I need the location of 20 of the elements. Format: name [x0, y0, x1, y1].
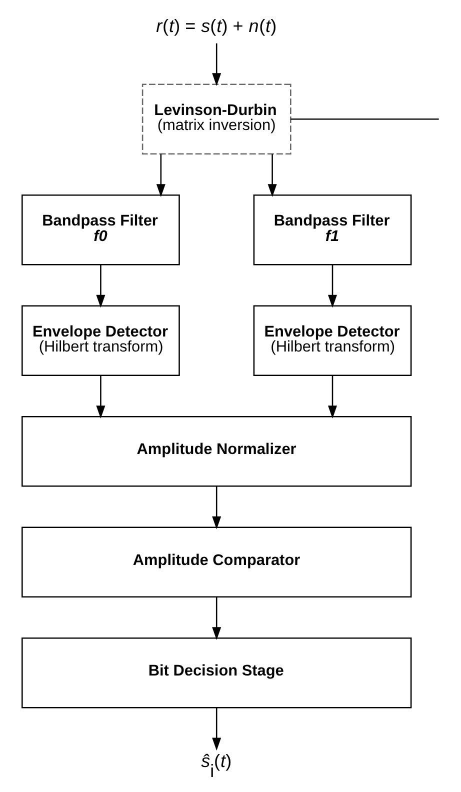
- node-box: Envelope Detector (Hilbert transform): [252, 305, 412, 376]
- arrow: [327, 376, 337, 419]
- arrow: [267, 154, 276, 198]
- node-box: Bandpass Filter f0: [21, 194, 180, 266]
- node-text: r(t) = s(t) + n(t): [156, 16, 276, 36]
- arrow: [212, 597, 221, 640]
- arrow: [96, 264, 105, 308]
- connector: [290, 118, 438, 120]
- node-box: Bit Decision Stage: [21, 637, 412, 708]
- node-box: Bandpass Filter f1: [252, 194, 412, 266]
- node-box: Levinson-Durbin (matrix inversion): [141, 84, 291, 155]
- arrow: [212, 486, 221, 530]
- arrow: [96, 376, 105, 419]
- arrow: [327, 264, 337, 308]
- arrow: [212, 43, 221, 86]
- node-box: Amplitude Normalizer: [21, 416, 412, 487]
- arrow: [212, 708, 221, 751]
- node-box: Envelope Detector (Hilbert transform): [21, 305, 180, 376]
- node-box: Amplitude Comparator: [21, 526, 412, 598]
- arrow: [156, 154, 165, 198]
